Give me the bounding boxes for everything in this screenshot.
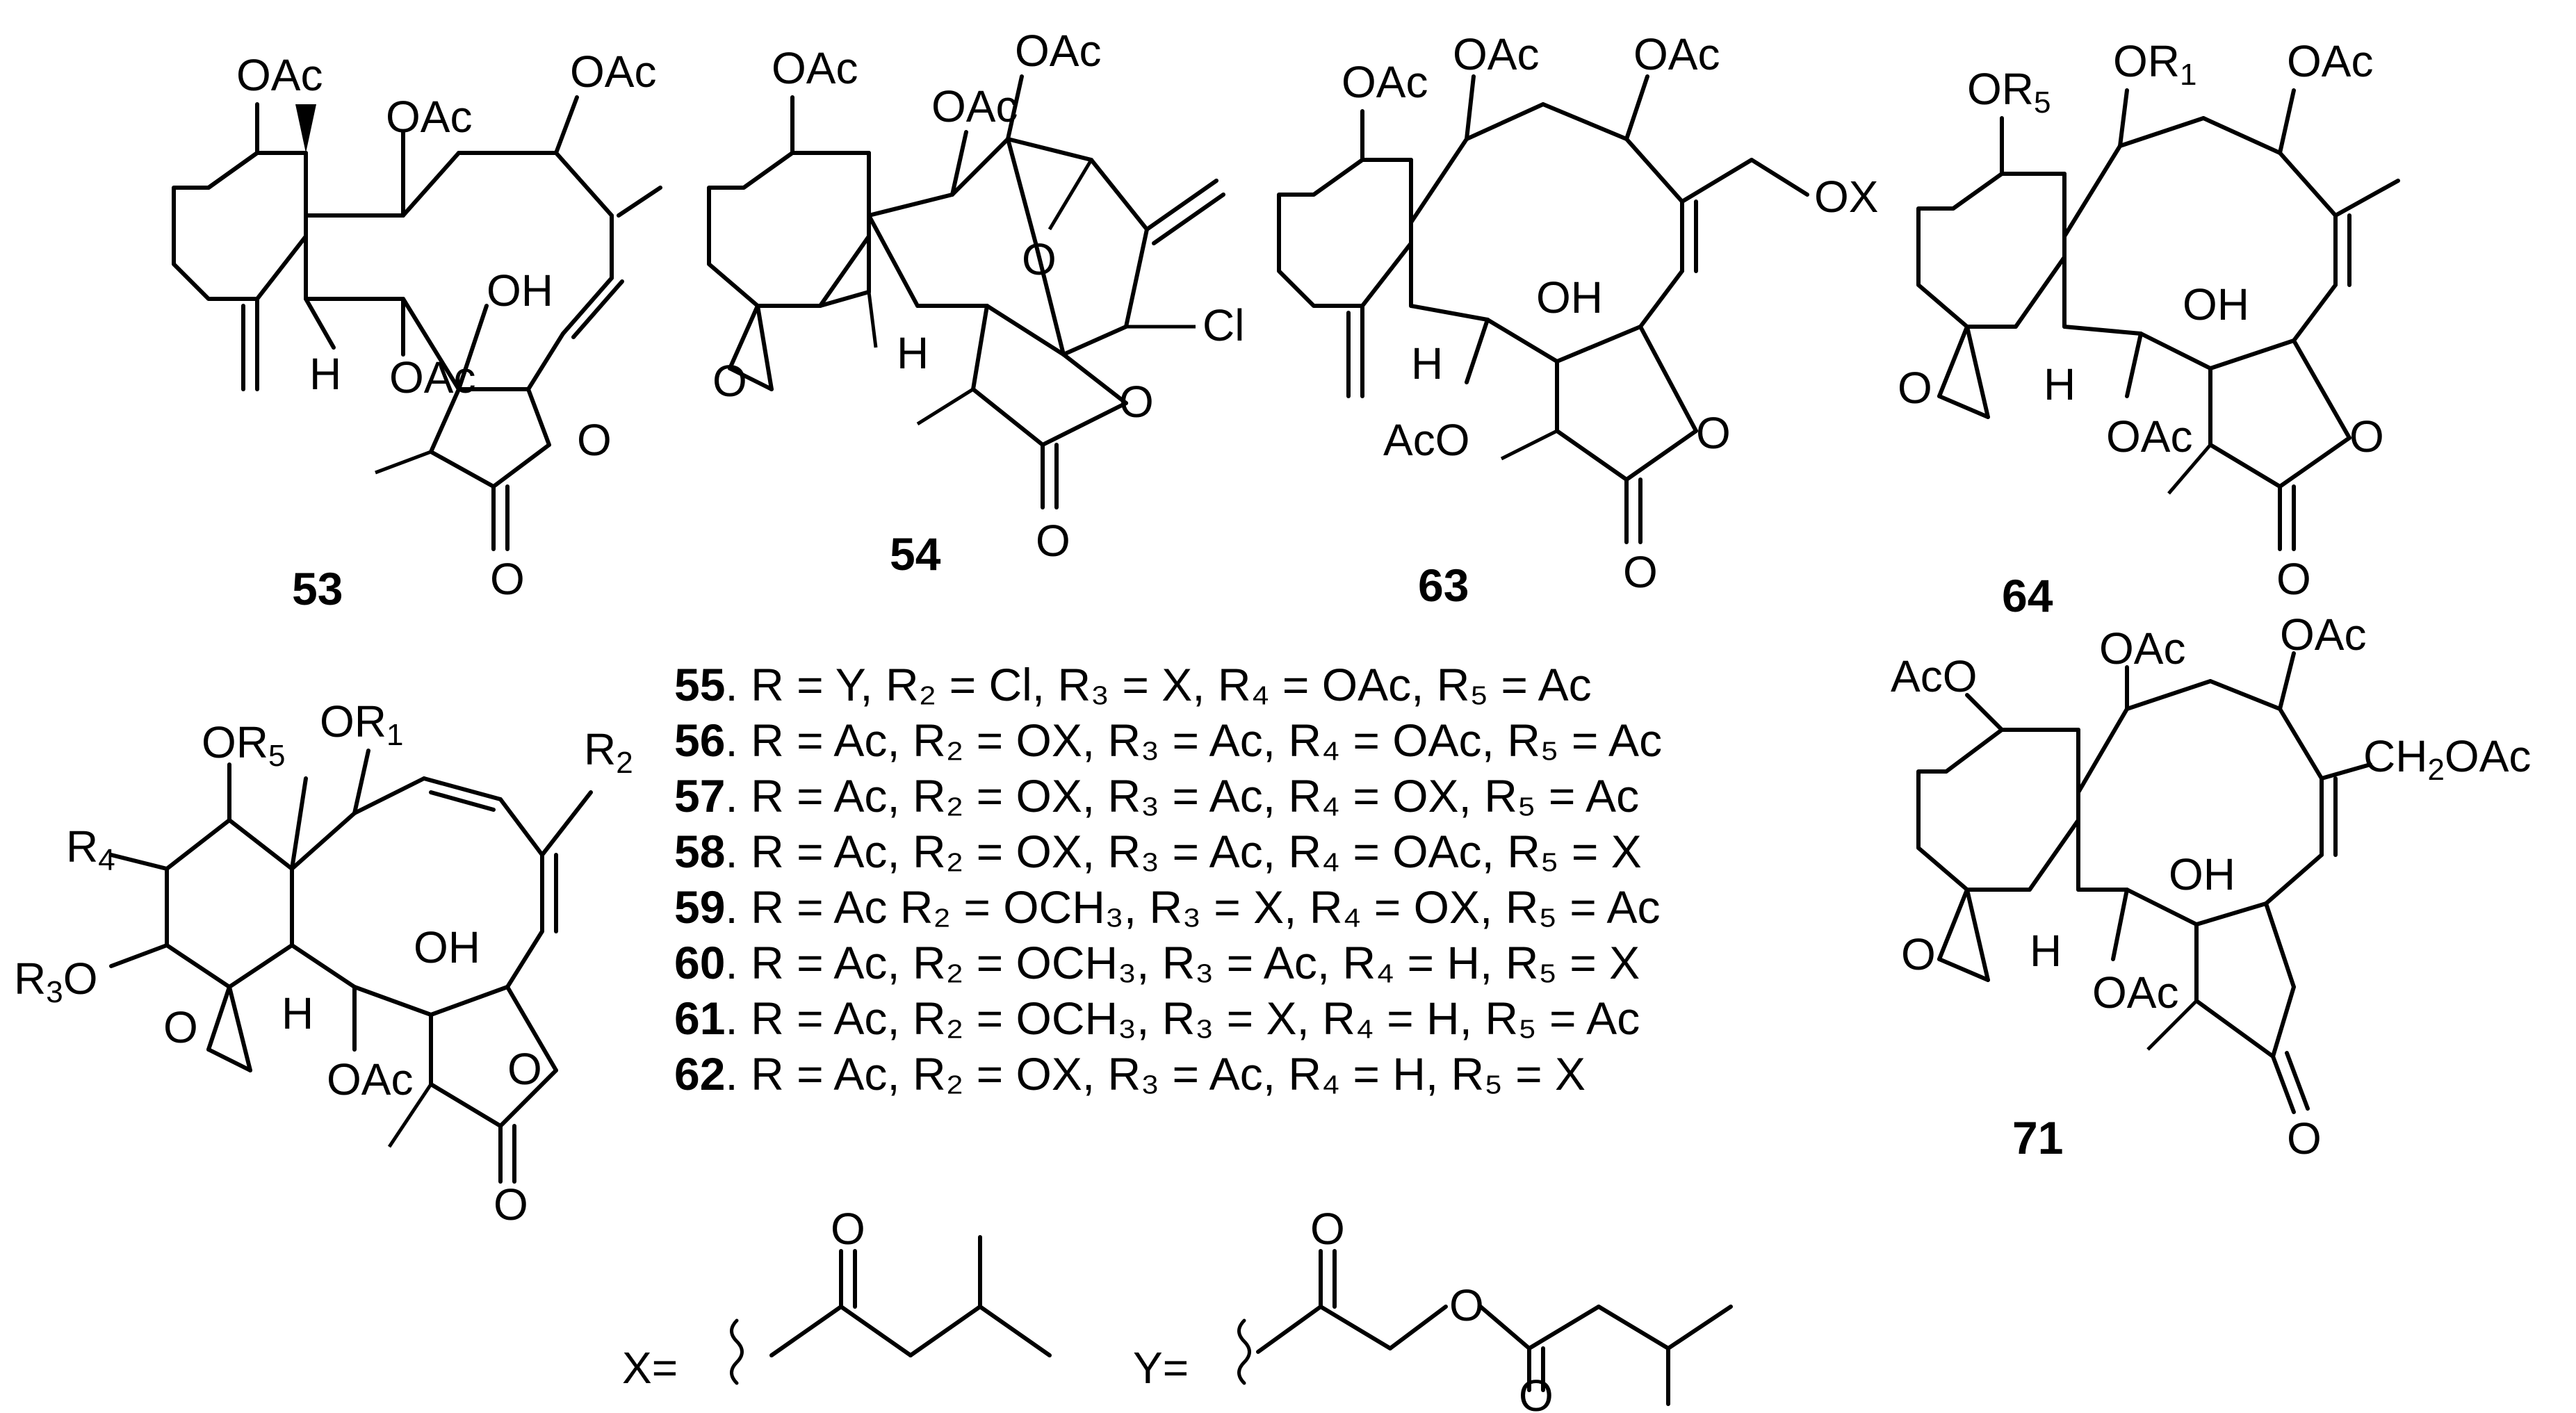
compound-label-63: 63 [1418,560,1469,611]
63-oh: OH [1536,272,1603,322]
64-o-ring: O [2349,411,2384,462]
71-h: H [2030,926,2062,976]
53-oac-1: OAc [236,50,323,100]
71-oac-1: OAc [2099,623,2185,673]
gen-r2: R2 [584,724,633,780]
compound-54: OAc OAc OAc O Cl H O O O 54 [707,26,1244,580]
53-h: H [309,349,341,399]
compound-label-53: 53 [292,563,343,614]
53-oac-3: OAc [570,47,656,97]
63-aco: AcO [1383,415,1469,465]
gen-o-carbonyl: O [494,1179,528,1230]
legend-row-57: 57. R = Ac, R₂ = OX, R₃ = Ac, R₄ = OX, R… [674,770,1639,822]
63-o-ring: O [1696,408,1731,458]
54-oac-3: OAc [1015,26,1101,76]
compound-64: OR5 OR1 OAc OH H O OAc O O 64 [1898,36,2400,621]
54-o-carbonyl: O [1036,516,1070,566]
53-oac-2: OAc [386,92,472,142]
compound-63: OAc OAc OAc OX OH H AcO O O 63 [1277,29,1878,611]
y-o-carbonyl-1: O [1310,1204,1345,1254]
53-o-ring: O [577,415,612,465]
64-oh: OH [2183,279,2249,329]
54-oac-1: OAc [772,43,858,93]
compound-53: OAc OAc OAc OH H OAc O O 53 [172,47,662,614]
compound-71: AcO OAc OAc CH2OAc OH H O OAc O 71 [1891,610,2531,1163]
legend-row-56: 56. R = Ac, R₂ = OX, R₃ = Ac, R₄ = OAc, … [674,714,1662,766]
y-o-ester: O [1449,1280,1484,1330]
compound-55-62-scaffold: OR5 OR1 R2 R4 R3O OH H O OAc O O [14,696,633,1230]
64-oac-1: OAc [2287,36,2373,86]
71-o-carbonyl: O [2287,1113,2322,1163]
gen-r3o: R3O [14,954,97,1009]
71-oac-3: OAc [2092,967,2178,1018]
y-label: Y= [1133,1343,1189,1393]
legend-55-62: 55. R = Y, R₂ = Cl, R₃ = X, R₄ = OAc, R₅… [674,659,1662,1100]
54-oac-2: OAc [931,81,1018,131]
54-o-epoxide: O [712,356,747,406]
gen-oac: OAc [327,1054,413,1104]
53-oh: OH [487,266,553,316]
gen-oh: OH [414,922,480,972]
gen-h: H [282,988,313,1038]
legend-row-59: 59. R = Ac R₂ = OCH₃, R₃ = X, R₄ = OX, R… [674,881,1661,933]
53-o-carbonyl: O [490,554,525,604]
54-o-ring: O [1119,377,1154,427]
y-o-carbonyl-2: O [1519,1371,1554,1413]
71-o-epoxide: O [1901,929,1936,979]
63-oac-1: OAc [1342,57,1428,107]
x-o-carbonyl: O [831,1204,865,1254]
legend-row-55: 55. R = Y, R₂ = Cl, R₃ = X, R₄ = OAc, R₅… [674,659,1592,710]
54-o-bridge: O [1022,234,1057,284]
legend-row-61: 61. R = Ac, R₂ = OCH₃, R₃ = X, R₄ = H, R… [674,993,1640,1044]
compound-label-64: 64 [2002,570,2053,621]
64-oac-2: OAc [2106,411,2192,462]
63-oac-3: OAc [1633,29,1720,79]
64-o-epoxide: O [1898,363,1932,413]
63-h: H [1411,338,1443,389]
substituent-x: X= O [622,1204,1052,1393]
71-oac-2: OAc [2280,610,2366,660]
71-ch2oac: CH2OAc [2363,731,2531,787]
compound-label-54: 54 [890,528,941,580]
legend-row-62: 62. R = Ac, R₂ = OX, R₃ = Ac, R₄ = H, R₅… [674,1048,1585,1100]
legend-row-60: 60. R = Ac, R₂ = OCH₃, R₃ = Ac, R₄ = H, … [674,937,1640,988]
64-h: H [2044,359,2076,409]
64-or5: OR5 [1967,64,2051,120]
gen-or1: OR1 [320,696,403,752]
gen-or5: OR5 [202,717,285,773]
compound-label-71: 71 [2012,1112,2063,1163]
54-h: H [897,328,929,378]
x-label: X= [622,1343,678,1393]
54-cl: Cl [1203,300,1244,350]
63-o-carbonyl: O [1623,547,1658,597]
gen-o-ring: O [507,1044,542,1094]
71-aco: AcO [1891,651,1977,701]
63-oac-2: OAc [1453,29,1539,79]
gen-r4: R4 [66,822,115,877]
substituent-y: Y= O O O [1133,1204,1733,1413]
64-or1: OR1 [2113,36,2196,92]
gen-o-epoxide: O [163,1002,198,1052]
71-oh: OH [2169,849,2235,899]
63-ox: OX [1814,172,1878,222]
53-oac-4: OAc [389,352,475,402]
64-o-carbonyl: O [2276,554,2311,604]
legend-row-58: 58. R = Ac, R₂ = OX, R₃ = Ac, R₄ = OAc, … [674,826,1642,877]
